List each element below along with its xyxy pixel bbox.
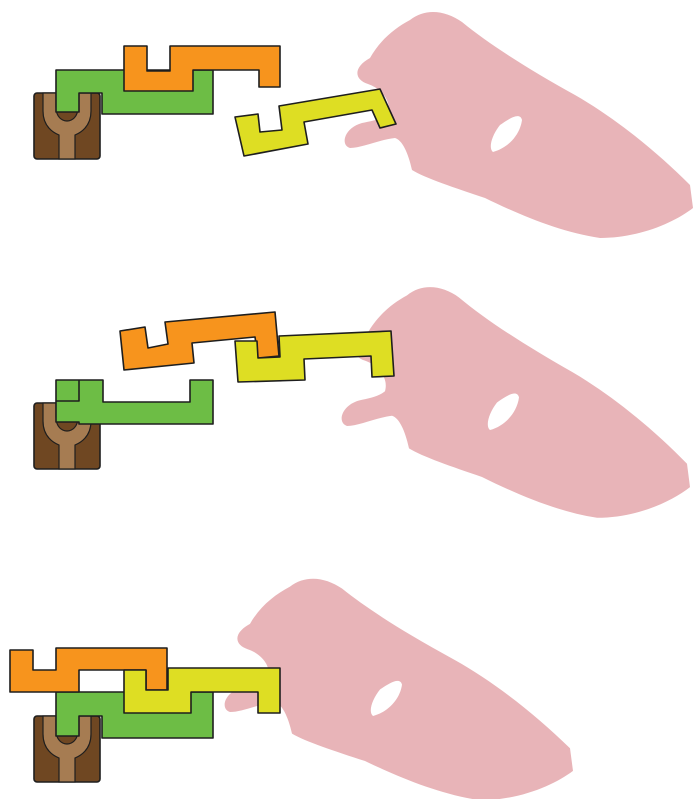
hand-icon [345, 12, 693, 238]
hand-icon [342, 287, 690, 518]
panel-step-1 [34, 12, 693, 238]
panel-step-2 [34, 287, 690, 518]
green-piece [56, 380, 213, 424]
panel-step-3 [10, 579, 573, 799]
